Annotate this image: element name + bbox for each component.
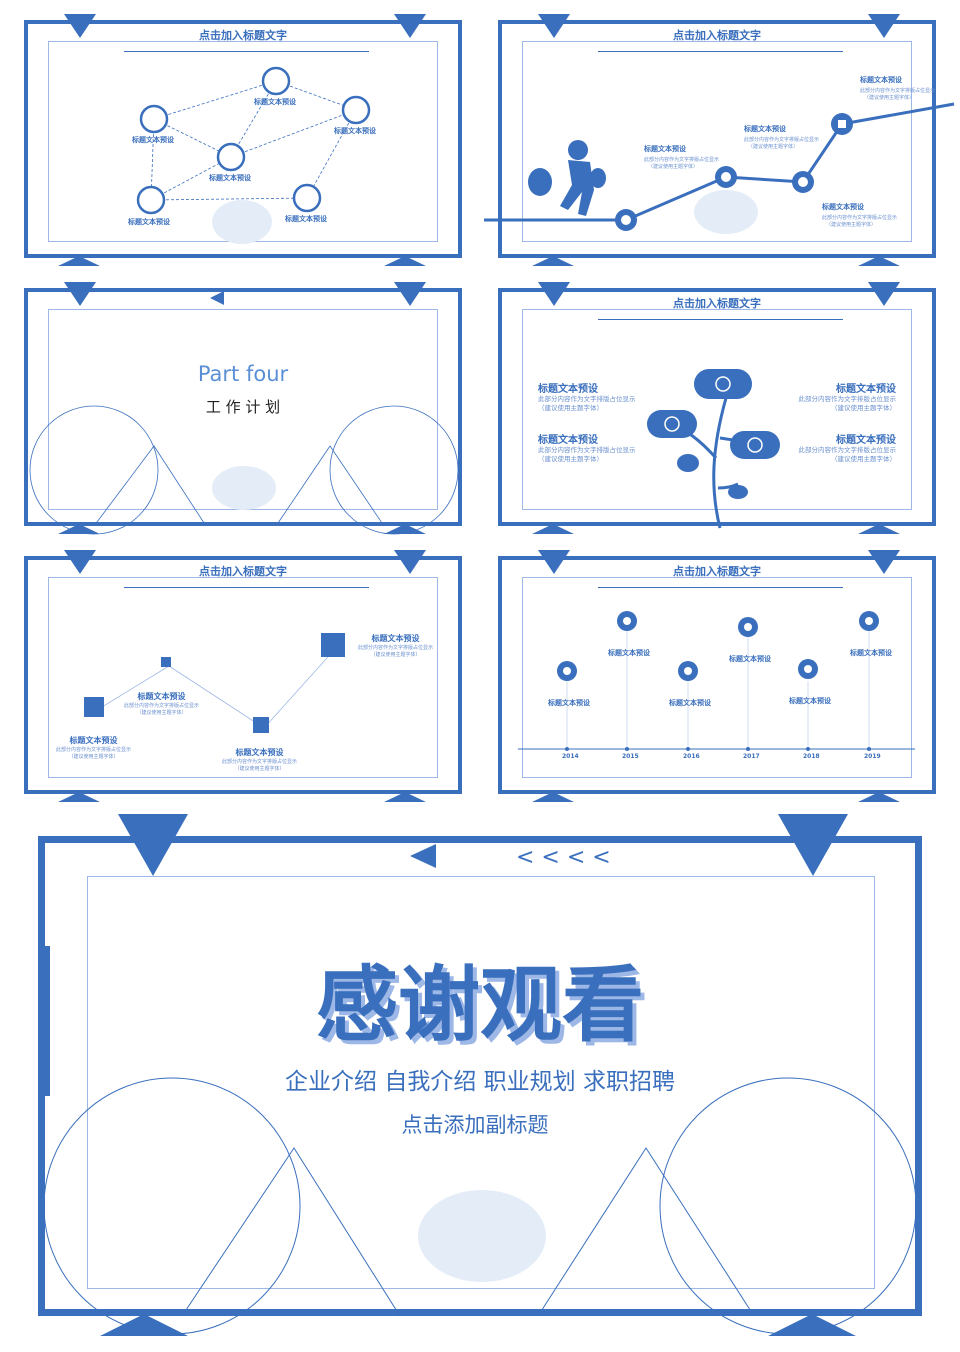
year-label: 2015 xyxy=(622,753,639,760)
slide-inner-frame xyxy=(87,876,875,1289)
block-desc: 此部分内容作为文字排版占位显示 xyxy=(56,747,132,753)
event-title: 标题文本预设 xyxy=(608,649,650,657)
slide-inner-frame xyxy=(522,41,912,242)
block-desc: 此部分内容作为文字排版占位显示 xyxy=(358,645,434,651)
block-title: 标题文本预设 xyxy=(69,736,118,745)
closing-tags: 企业介绍 自我介绍 职业规划 求职招聘 xyxy=(285,1069,675,1095)
slide-title[interactable]: 点击加入标题文字 xyxy=(199,565,287,578)
step-title: 标题文本预设 xyxy=(744,125,786,133)
block-note: （建议使用主题字体） xyxy=(538,404,603,413)
node-label: 标题文本预设 xyxy=(132,136,174,144)
node-label: 标题文本预设 xyxy=(334,127,376,135)
node-label: 标题文本预设 xyxy=(254,98,296,106)
slide-network[interactable]: 点击加入标题文字 标题文本预设 标题文本预设 标题文本预设 标题文本预设 标题文… xyxy=(24,14,462,266)
title-underline xyxy=(598,319,843,320)
decor-triangles xyxy=(58,14,426,266)
block-desc: 此部分内容作为文字排版占位显示 xyxy=(538,395,636,403)
year-label: 2017 xyxy=(743,753,760,760)
event-title: 标题文本预设 xyxy=(789,697,831,705)
block-note: （建议使用主题字体） xyxy=(538,455,603,464)
block-desc: 此部分内容作为文字排版占位显示 xyxy=(538,446,636,454)
closing-subtitle[interactable]: 点击添加副标题 xyxy=(401,1113,549,1137)
slide-growth[interactable]: 点击加入标题文字 标题文本预设 此部分内容作为文字排版占位显示 （建议使用主题字… xyxy=(484,14,955,266)
slide-section[interactable]: Part four 工 作 计 划 xyxy=(24,282,462,535)
step-title: 标题文本预设 xyxy=(860,76,902,84)
block-note: （建议使用主题字体） xyxy=(831,404,896,413)
block-title: 标题文本预设 xyxy=(137,692,186,701)
slide-closing[interactable]: < < < < 感谢观看 企业介绍 自我介绍 职业规划 求职招聘 点击添加副标题 xyxy=(38,814,922,1336)
step-note: （建议使用主题字体） xyxy=(864,95,915,101)
node-label: 标题文本预设 xyxy=(285,215,327,223)
year-label: 2019 xyxy=(864,753,881,760)
block-title: 标题文本预设 xyxy=(836,435,896,446)
event-title: 标题文本预设 xyxy=(548,699,590,707)
slide-inner-frame xyxy=(48,577,438,778)
title-underline xyxy=(124,51,369,52)
text-block: 标题文本预设此部分内容作为文字排版占位显示（建议使用主题字体） xyxy=(538,431,636,464)
growth-chart xyxy=(484,14,955,266)
step-note: （建议使用主题字体） xyxy=(748,144,799,150)
slide-timeline[interactable]: 标题文本预设 标题文本预设 标题文本预设 标题文本预设 标题文本预设 标题文本预… xyxy=(498,550,936,802)
block-desc: 此部分内容作为文字排版占位显示 xyxy=(222,759,298,765)
title-underline xyxy=(598,587,843,588)
section-label: Part four xyxy=(197,362,289,386)
block-title: 标题文本预设 xyxy=(538,384,598,395)
text-block: 标题文本预设此部分内容作为文字排版占位显示（建议使用主题字体） xyxy=(56,735,131,760)
step-note: （建议使用主题字体） xyxy=(826,222,877,228)
year-label: 2014 xyxy=(562,753,579,760)
slide-inner-frame xyxy=(522,577,912,778)
decor-shapes: < < < < xyxy=(38,814,917,1336)
event-title: 标题文本预设 xyxy=(669,699,711,707)
slide-squares[interactable]: 点击加入标题文字 标题文本预设此部分内容作为文字排版占位显示（建议使用主题字体）… xyxy=(24,550,462,802)
runner-icon xyxy=(528,140,606,216)
event-title: 标题文本预设 xyxy=(850,649,892,657)
year-label: 2016 xyxy=(683,753,700,760)
step-note: （建议使用主题字体） xyxy=(648,164,699,170)
closing-title: 感谢观看 xyxy=(315,958,644,1053)
block-title: 标题文本预设 xyxy=(538,435,598,446)
block-note: （建议使用主题字体） xyxy=(234,766,285,772)
text-block: 标题文本预设此部分内容作为文字排版占位显示（建议使用主题字体） xyxy=(799,431,897,464)
slide-title[interactable]: 点击加入标题文字 xyxy=(673,297,761,310)
tree-diagram xyxy=(532,282,900,534)
title-underline xyxy=(124,587,369,588)
step-desc: 此部分内容作为文字排版占位显示 xyxy=(822,215,898,221)
text-block: 标题文本预设此部分内容作为文字排版占位显示（建议使用主题字体） xyxy=(538,380,636,413)
block-note: （建议使用主题字体） xyxy=(68,754,119,760)
slide-title[interactable]: 点击加入标题文字 xyxy=(199,29,287,42)
block-desc: 此部分内容作为文字排版占位显示 xyxy=(798,446,897,454)
text-block: 标题文本预设此部分内容作为文字排版占位显示（建议使用主题字体） xyxy=(124,691,199,716)
square-path xyxy=(58,550,426,802)
timeline-axis xyxy=(518,550,915,802)
slide-title[interactable]: 点击加入标题文字 xyxy=(673,29,761,42)
svg-text:< < < <: < < < < xyxy=(516,845,611,870)
text-block: 标题文本预设此部分内容作为文字排版占位显示（建议使用主题字体） xyxy=(358,633,433,658)
block-desc: 此部分内容作为文字排版占位显示 xyxy=(798,395,897,403)
text-block: 标题文本预设此部分内容作为文字排版占位显示（建议使用主题字体） xyxy=(799,380,897,413)
block-title: 标题文本预设 xyxy=(836,384,896,395)
step-desc: 此部分内容作为文字排版占位显示 xyxy=(860,88,936,94)
block-note: （建议使用主题字体） xyxy=(831,455,896,464)
decor-shapes xyxy=(29,282,459,535)
step-desc: 此部分内容作为文字排版占位显示 xyxy=(644,157,720,163)
step-title: 标题文本预设 xyxy=(644,145,686,153)
node-label: 标题文本预设 xyxy=(209,174,251,182)
block-title: 标题文本预设 xyxy=(235,748,284,757)
year-label: 2018 xyxy=(803,753,820,760)
slide-title[interactable]: 点击加入标题文字 xyxy=(673,565,761,578)
block-desc: 此部分内容作为文字排版占位显示 xyxy=(124,703,200,709)
block-title: 标题文本预设 xyxy=(371,634,420,643)
node-label: 标题文本预设 xyxy=(128,218,170,226)
slide-tree[interactable]: 点击加入标题文字 标题文本预设此部分内容作为文字排版占位显示（建议使用主题字体）… xyxy=(498,282,936,534)
step-desc: 此部分内容作为文字排版占位显示 xyxy=(744,137,820,143)
section-title: 工 作 计 划 xyxy=(205,398,281,416)
event-title: 标题文本预设 xyxy=(729,655,771,663)
step-title: 标题文本预设 xyxy=(822,203,864,211)
block-note: （建议使用主题字体） xyxy=(136,710,187,716)
text-block: 标题文本预设此部分内容作为文字排版占位显示（建议使用主题字体） xyxy=(222,747,297,772)
title-underline xyxy=(598,51,843,52)
block-note: （建议使用主题字体） xyxy=(370,652,421,658)
